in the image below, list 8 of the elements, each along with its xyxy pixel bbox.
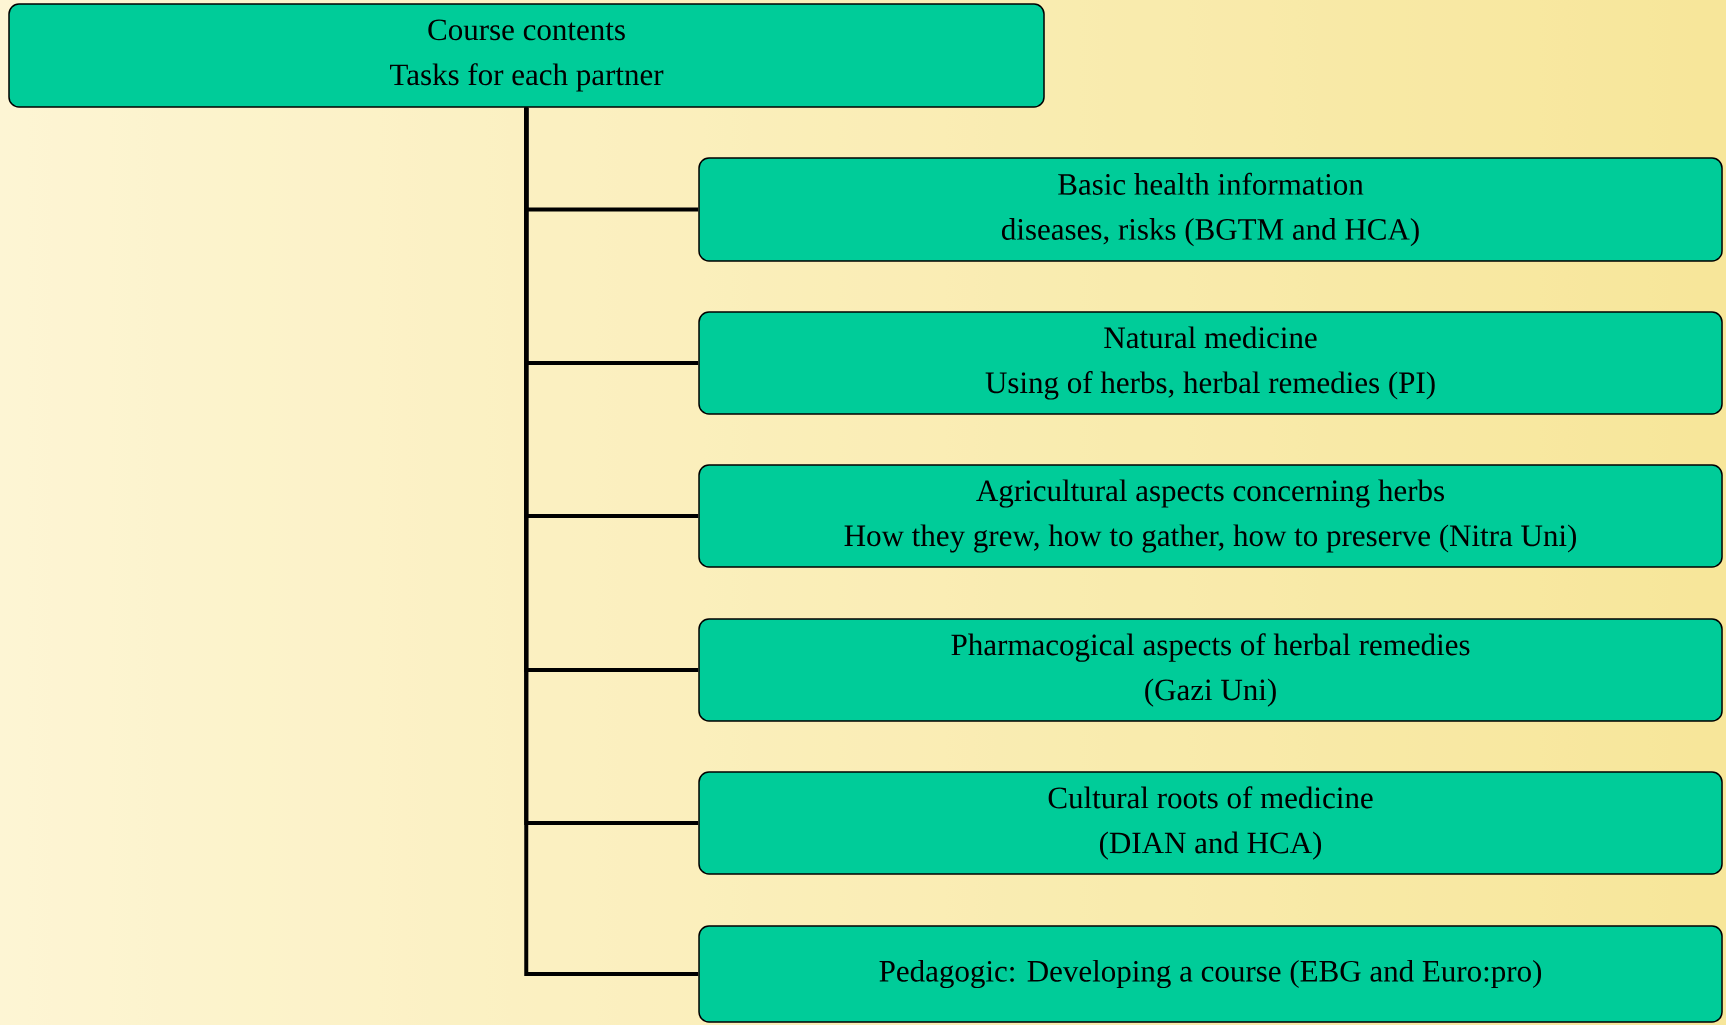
text-box: Cultural roots of medicine (DIAN and HCA): [698, 771, 1723, 875]
text-box: Course contents Tasks for each partner: [8, 3, 1045, 108]
text-box: Natural medicine Using of herbs, herbal remedies (PI): [698, 311, 1723, 415]
text-box: Basic health information diseases, risks (BGTM and HCA): [698, 157, 1723, 262]
text-box: Pedagogic: Developing a course (EBG and Euro:pro): [698, 925, 1723, 1023]
text-box: Pharmacogical aspects of herbal remedies (Gazi Uni): [698, 618, 1723, 722]
connector-line: [524, 107, 699, 976]
text-box: Agricultural aspects concerning herbs How they grew, how to gather, how to preserve (Nitra Uni): [698, 464, 1723, 568]
